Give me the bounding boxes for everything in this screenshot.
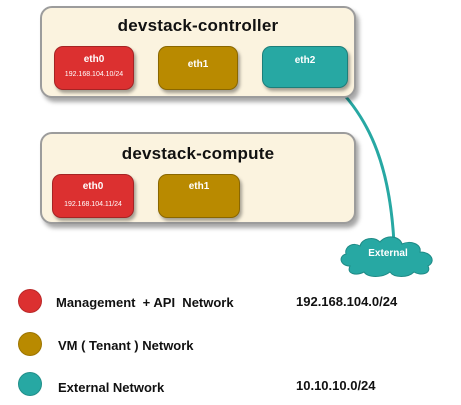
host-compute-title: devstack-compute bbox=[121, 144, 275, 163]
compute-eth0-name: eth0 bbox=[82, 181, 104, 192]
external-cloud-label: External bbox=[368, 248, 408, 259]
legend-vm-label: VM ( Tenant ) Network bbox=[58, 338, 194, 353]
legend-external-dot bbox=[18, 372, 42, 396]
controller-eth0-ip: 192.168.104.10/24 bbox=[64, 71, 124, 78]
external-cloud-icon bbox=[340, 236, 433, 277]
controller-eth1-name: eth1 bbox=[187, 59, 209, 70]
controller-eth1-nic: eth1 bbox=[158, 46, 238, 90]
compute-eth0-ip: 192.168.104.11/24 bbox=[64, 201, 122, 208]
host-compute: devstack-compute eth0 192.168.104.11/24 … bbox=[40, 132, 356, 224]
compute-eth0-nic: eth0 192.168.104.11/24 bbox=[52, 174, 134, 218]
controller-eth0-nic: eth0 192.168.104.10/24 bbox=[54, 46, 134, 90]
legend-management-dot bbox=[18, 289, 42, 313]
host-controller: devstack-controller eth0 192.168.104.10/… bbox=[40, 6, 356, 98]
legend-management-value: 192.168.104.0/24 bbox=[296, 294, 398, 309]
legend-external-label: External Network bbox=[58, 380, 165, 395]
compute-eth1-nic: eth1 bbox=[158, 174, 240, 218]
controller-eth2-nic: eth2 bbox=[262, 46, 348, 88]
legend-management-label: Management + API Network bbox=[56, 295, 234, 310]
controller-eth2-name: eth2 bbox=[294, 55, 316, 66]
compute-eth1-name: eth1 bbox=[188, 181, 210, 192]
legend-vm-dot bbox=[18, 332, 42, 356]
host-controller-title: devstack-controller bbox=[117, 16, 279, 35]
controller-eth0-name: eth0 bbox=[83, 54, 105, 65]
legend-external-value: 10.10.10.0/24 bbox=[296, 378, 376, 393]
